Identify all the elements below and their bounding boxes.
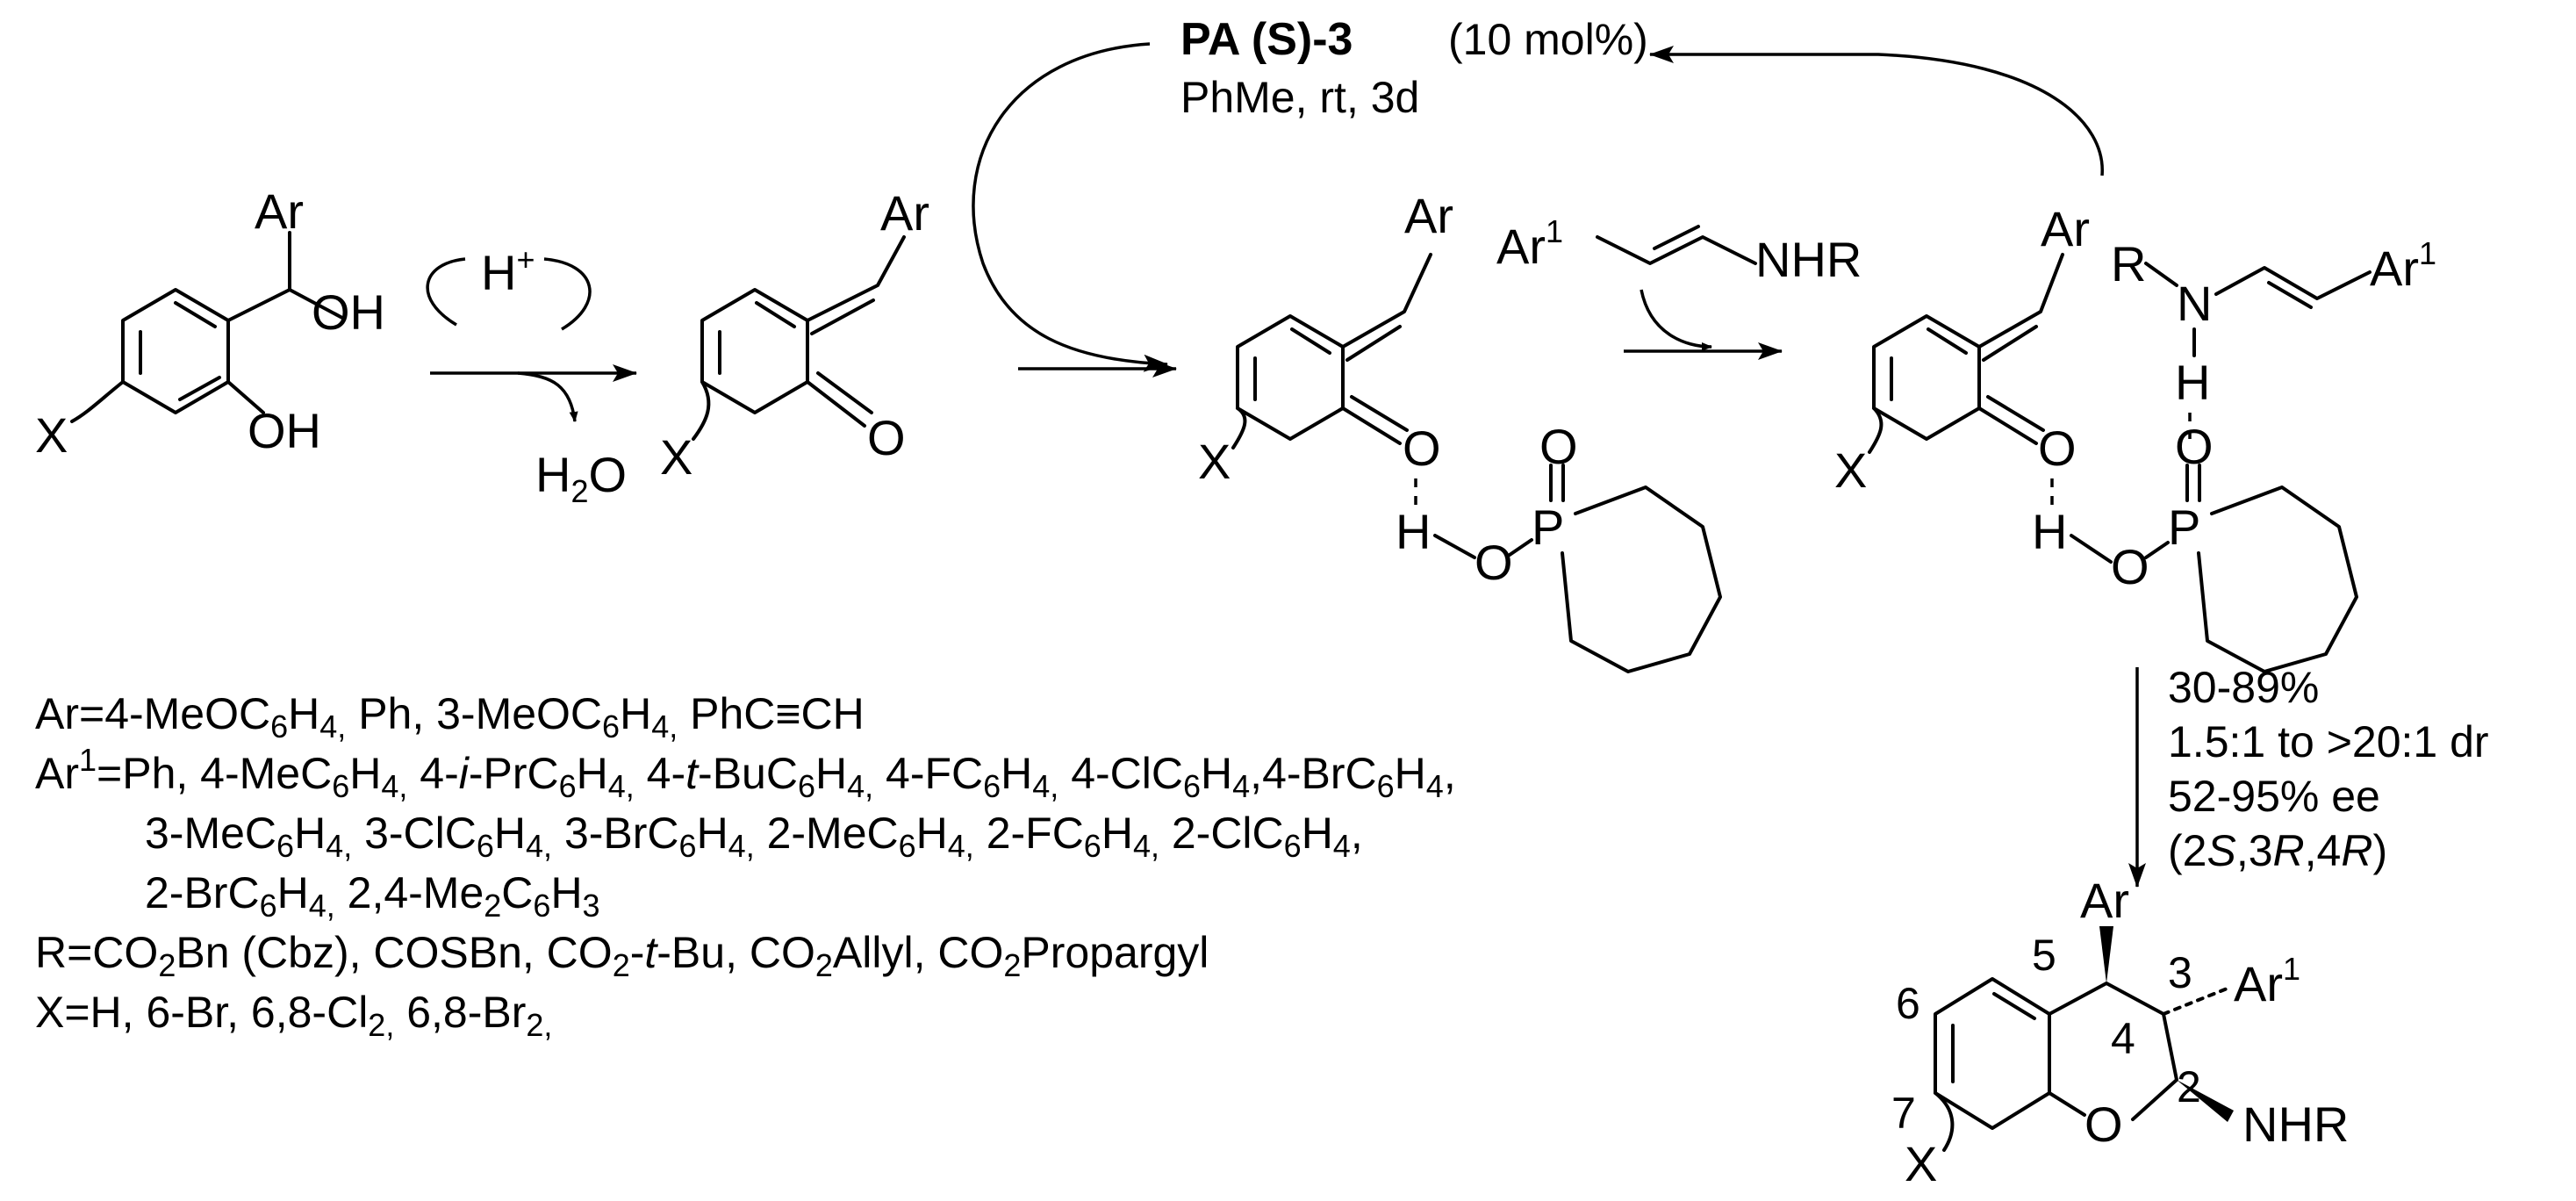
p-label-4: P bbox=[2168, 500, 2200, 555]
locant-3: 3 bbox=[2168, 948, 2192, 997]
catalyst-name: PA (S)-3 bbox=[1180, 14, 1353, 65]
catalyst-label: PA (S)-3 (10 mol%) PhMe, rt, 3d bbox=[1180, 14, 1648, 122]
config-text: (2S,3R,4R) bbox=[2168, 826, 2387, 875]
o-label-4: O bbox=[2038, 421, 2077, 476]
dr-text: 1.5:1 to >20:1 dr bbox=[2168, 717, 2489, 766]
locant-5: 5 bbox=[2032, 931, 2056, 980]
nhr-label-reagent: NHR bbox=[1755, 232, 1862, 287]
catalyst-conditions: PhMe, rt, 3d bbox=[1180, 73, 1419, 122]
o-label-3b: O bbox=[1475, 535, 1513, 590]
ar-label-2: Ar bbox=[880, 185, 929, 241]
scope-ar: Ar=4-MeOC6H4, Ph, 3-MeOC6H4, PhC≡CH bbox=[35, 689, 865, 744]
o-label-4b: O bbox=[2111, 539, 2149, 594]
n-label-4: N bbox=[2177, 276, 2212, 331]
x-label-4: X bbox=[1834, 442, 1867, 498]
locant-2: 2 bbox=[2177, 1062, 2201, 1111]
o-label-4c: O bbox=[2175, 419, 2214, 474]
scope-ar1-line1: Ar1=Ph, 4-MeC6H4, 4-i-PrC6H4, 4-t-BuC6H4… bbox=[35, 742, 1456, 804]
oh-label-1: OH bbox=[312, 284, 385, 340]
catalyst-return-arrow bbox=[1649, 46, 2104, 176]
h-label-4: H bbox=[2032, 504, 2067, 559]
o-label-3: O bbox=[1403, 421, 1441, 476]
enamine-reagent: Ar1 NHR bbox=[1496, 213, 1862, 360]
o-label-3c: O bbox=[1539, 419, 1578, 474]
ar1-label-reagent: Ar1 bbox=[1496, 213, 1563, 274]
r-label-4: R bbox=[2111, 236, 2146, 291]
ternary-complex: Ar O X H O P O R N Ar1 H bbox=[1834, 201, 2436, 673]
scope-ar1-line2: 3-MeC6H4, 3-ClC6H4, 3-BrC6H4, 2-MeC6H4, … bbox=[145, 809, 1363, 864]
ar-label-4: Ar bbox=[2041, 201, 2090, 256]
locant-6: 6 bbox=[1896, 979, 1920, 1028]
locant-7: 7 bbox=[1891, 1089, 1916, 1138]
ar1-label-product: Ar1 bbox=[2234, 951, 2300, 1011]
o-label-product: O bbox=[2084, 1097, 2123, 1152]
water-label: H2O bbox=[535, 447, 627, 509]
result-block: 30-89% 1.5:1 to >20:1 dr 52-95% ee (2S,3… bbox=[2168, 663, 2489, 875]
x-label-product: X bbox=[1905, 1136, 1937, 1191]
h-label-3: H bbox=[1396, 504, 1431, 559]
product-chromane: O Ar Ar1 NHR X 4 3 2 5 6 7 bbox=[1891, 873, 2349, 1191]
yield-text: 30-89% bbox=[2168, 663, 2319, 712]
oqm-pa-complex: Ar O X H O P O bbox=[1198, 188, 1722, 673]
wedge-c2 bbox=[2177, 1080, 2234, 1122]
ee-text: 52-95% ee bbox=[2168, 772, 2380, 821]
ar-label-3: Ar bbox=[1404, 188, 1453, 243]
ar-label-product: Ar bbox=[2080, 873, 2129, 928]
wedge-c4 bbox=[2099, 926, 2113, 983]
oh-label-2: OH bbox=[248, 403, 321, 458]
p-label-3: P bbox=[1532, 500, 1564, 555]
scope-legend: Ar=4-MeOC6H4, Ph, 3-MeOC6H4, PhC≡CH Ar1=… bbox=[35, 689, 1456, 1043]
x-label-2: X bbox=[660, 429, 692, 485]
ar1-label-4: Ar1 bbox=[2370, 235, 2436, 296]
o-label-2: O bbox=[867, 410, 906, 465]
ar-label-1: Ar bbox=[255, 183, 304, 239]
locant-4: 4 bbox=[2111, 1014, 2135, 1063]
acid-label: H+ bbox=[481, 241, 535, 300]
acid-step: H+ H2O bbox=[426, 241, 637, 509]
catalyst-loading: (10 mol%) bbox=[1448, 15, 1648, 64]
catalyst-curved-arrow bbox=[972, 42, 1168, 372]
oqm-intermediate: Ar O X bbox=[660, 185, 929, 485]
scope-ar1-line3: 2-BrC6H4, 2,4-Me2C6H3 bbox=[145, 868, 600, 924]
starting-material: Ar OH OH X bbox=[35, 183, 385, 463]
scope-x: X=H, 6-Br, 6,8-Cl2, 6,8-Br2, bbox=[35, 988, 552, 1043]
nhr-label-product: NHR bbox=[2242, 1097, 2349, 1152]
h-label-4b: H bbox=[2175, 355, 2210, 410]
scope-r: R=CO2Bn (Cbz), COSBn, CO2-t-Bu, CO2Allyl… bbox=[35, 928, 1209, 983]
x-label-3: X bbox=[1198, 434, 1231, 489]
x-label-1: X bbox=[35, 407, 68, 463]
